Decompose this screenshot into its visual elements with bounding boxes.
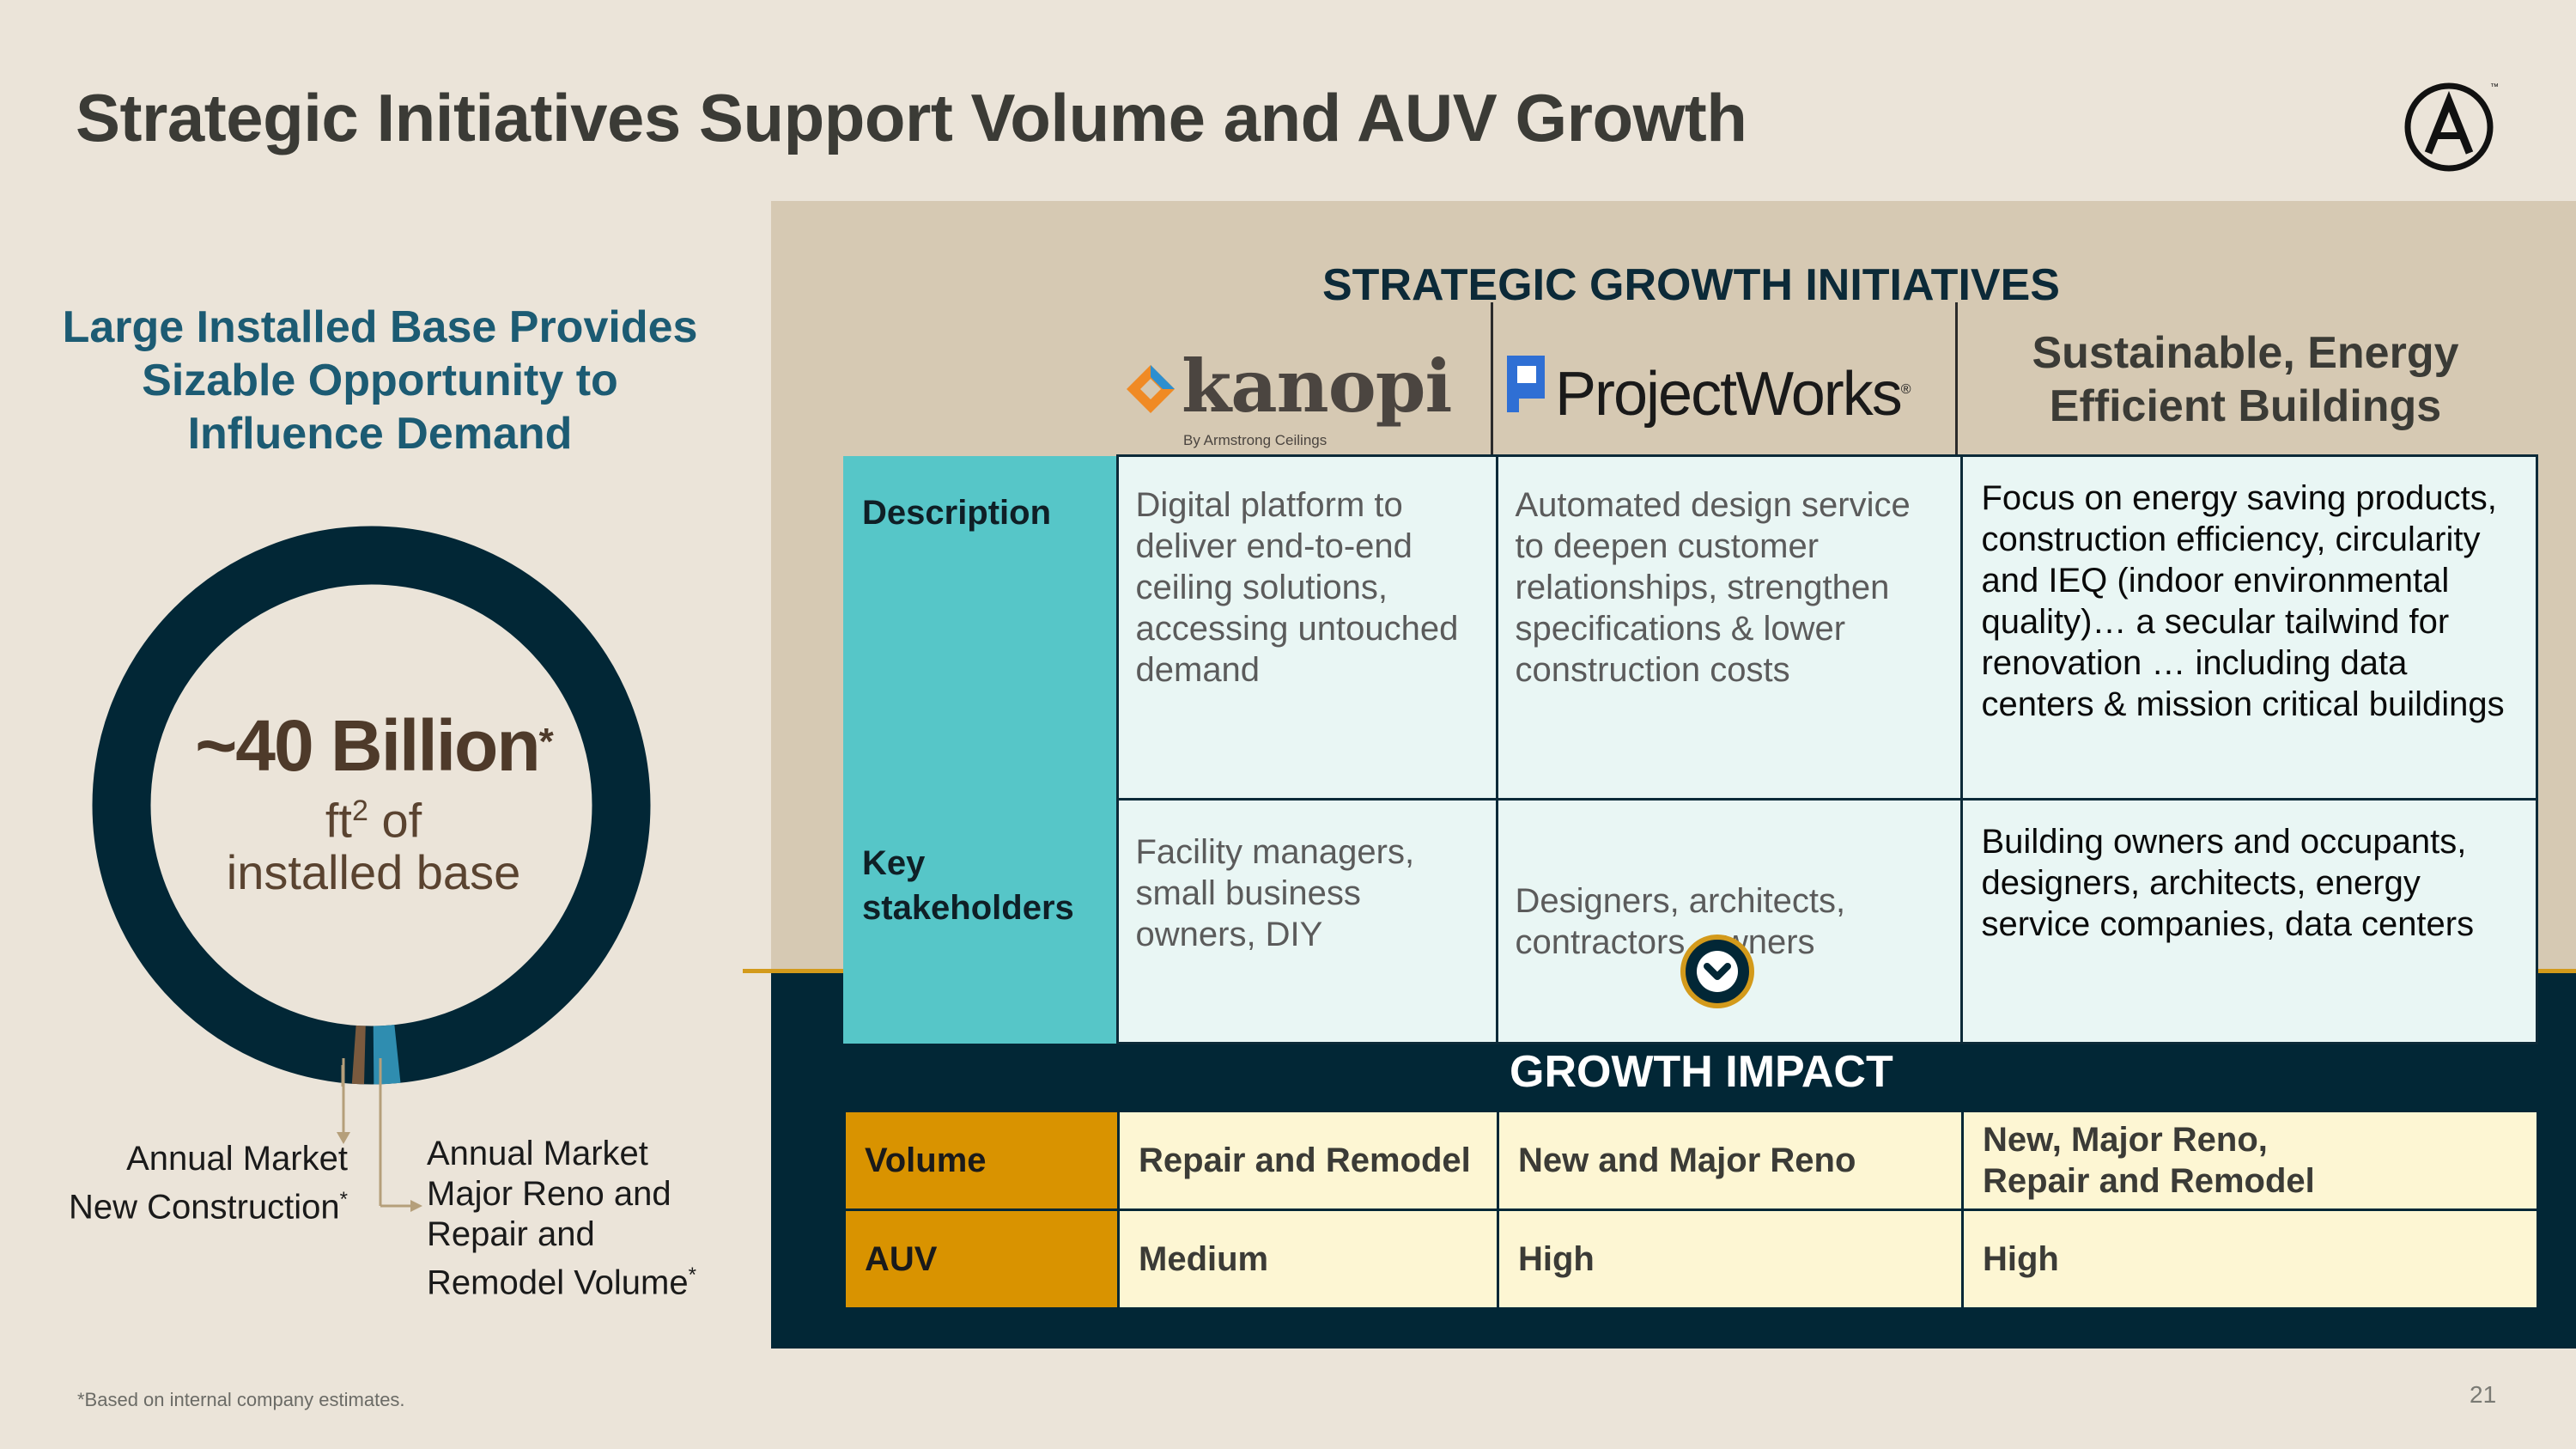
page-number: 21 [2470, 1381, 2497, 1408]
chevron-down-icon [1680, 935, 1754, 1008]
description-row-label: Description [843, 455, 1117, 800]
sustainable-buildings-heading: Sustainable, Energy Efficient Buildings [2032, 328, 2459, 431]
armstrong-a-logo-icon: ™ [2404, 82, 2499, 172]
kanopi-volume: Repair and Remodel [1117, 1110, 1499, 1211]
column-divider [1491, 302, 1493, 455]
projectworks-icon [1507, 356, 1545, 412]
projectworks-description: Automated design service to deepen custo… [1495, 454, 1963, 801]
growth-impact-table: Volume Repair and Remodel New and Major … [843, 1110, 2539, 1310]
auv-row-label: AUV [843, 1209, 1120, 1310]
strategic-growth-initiatives-heading: STRATEGIC GROWTH INITIATIVES [1322, 260, 2060, 310]
sustainable-auv: High [1961, 1209, 2539, 1310]
installed-base-subtitle: installed base [226, 844, 521, 899]
installed-base-heading: Large Installed Base Provides Sizable Op… [62, 302, 698, 459]
projectworks-volume: New and Major Reno [1497, 1110, 1964, 1211]
table-row: Volume Repair and Remodel New and Major … [843, 1110, 2539, 1211]
donut-center-label: ~40 Billion* ft2 of installed base [172, 706, 575, 898]
installed-base-unit: ft2 of [325, 793, 422, 848]
trademark-symbol: ™ [2490, 82, 2499, 92]
kanopi-tagline: By Armstrong Ceilings [1183, 432, 1327, 448]
kanopi-diamond-icon [1127, 365, 1175, 413]
reno-volume-label: Annual Market Major Reno and Repair and … [427, 1135, 696, 1302]
sustainable-volume: New, Major Reno, Repair and Remodel [1961, 1110, 2539, 1211]
footnote: *Based on internal company estimates. [77, 1389, 405, 1410]
callout-arrows [337, 1058, 422, 1212]
projectworks-auv: High [1497, 1209, 1964, 1310]
table-row: AUV Medium High High [843, 1209, 2539, 1310]
installed-base-value: ~40 Billion* [195, 705, 554, 786]
donut-ring [92, 526, 651, 1085]
projectworks-wordmark: ProjectWorks® [1555, 360, 1911, 429]
kanopi-wordmark: kanopi [1182, 344, 1452, 429]
growth-impact-heading: GROWTH IMPACT [1510, 1047, 1893, 1097]
volume-row-label: Volume [843, 1110, 1120, 1211]
page-title: Strategic Initiatives Support Volume and… [76, 80, 1747, 155]
kanopi-auv: Medium [1117, 1209, 1499, 1310]
sustainable-stakeholders: Building owners and occupants, designers… [1959, 798, 2538, 1044]
sustainable-description: Focus on energy saving products, constru… [1959, 454, 2538, 801]
new-construction-segment [351, 1025, 366, 1085]
stakeholders-row-label: Key stakeholders [843, 799, 1117, 1044]
new-construction-label: Annual Market New Construction* [68, 1140, 348, 1227]
kanopi-stakeholders: Facility managers, small business owners… [1115, 798, 1498, 1044]
kanopi-description: Digital platform to deliver end-to-end c… [1115, 454, 1498, 801]
column-divider [1955, 302, 1958, 455]
table-row: Description Digital platform to deliver … [843, 454, 2538, 801]
